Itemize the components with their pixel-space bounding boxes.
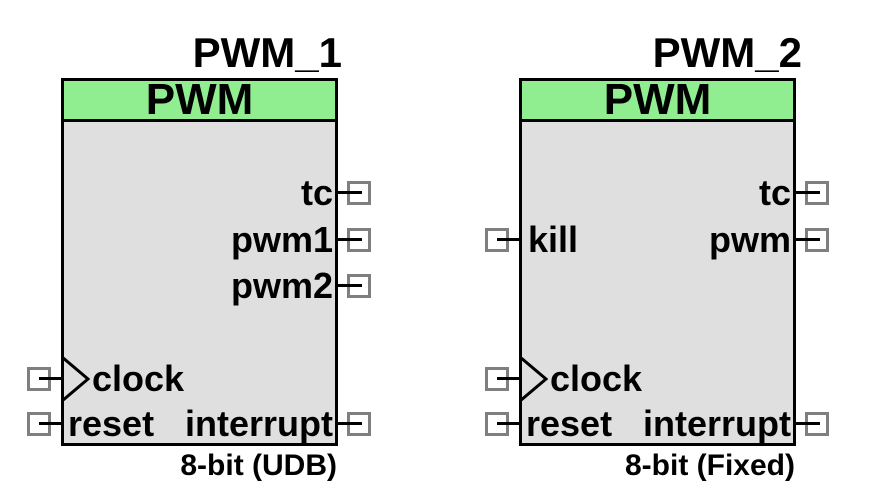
pin-label-reset-2: reset [526,403,613,444]
pin-label-clock-1: clock [92,358,185,399]
terminal-stub-reset-1 [39,422,63,425]
pin-label-interrupt-2: interrupt [643,403,791,444]
pin-label-reset-1: reset [68,403,155,444]
terminal-stub-tc [336,191,362,194]
pin-label-pwm2: pwm2 [230,265,333,306]
instance-name-pwm1: PWM_1 [192,29,342,76]
variant-label-pwm1: 8-bit (UDB) [180,449,337,482]
pin-label-pwm: pwm [708,219,791,260]
pin-label-kill: kill [528,219,579,260]
component-block-pwm1[interactable]: PWM [61,78,338,446]
terminal-stub-tc-2 [794,191,820,194]
component-type-label: PWM [603,75,712,124]
component-type-label: PWM [145,75,254,124]
component-header: PWM [522,75,793,124]
pin-label-clock-2: clock [550,358,643,399]
component-block-pwm2[interactable]: PWM [519,78,796,446]
terminal-stub-reset-2 [497,422,521,425]
pin-label-tc-2: tc [758,172,791,213]
instance-name-pwm2: PWM_2 [652,29,802,76]
clock-chevron-icon [520,355,548,403]
pin-label-pwm1: pwm1 [230,219,333,260]
pin-label-tc: tc [300,172,333,213]
terminal-stub-pwm2 [336,284,362,287]
pin-label-interrupt-1: interrupt [185,403,333,444]
component-header: PWM [64,75,335,124]
terminal-stub-kill [497,238,521,241]
clock-chevron-icon [62,355,90,403]
variant-label-pwm2: 8-bit (Fixed) [625,449,795,482]
terminal-stub-interrupt-2 [794,422,820,425]
terminal-stub-pwm1 [336,238,362,241]
terminal-stub-clock-1 [39,377,63,380]
terminal-stub-pwm [794,238,820,241]
terminal-stub-interrupt-1 [336,422,362,425]
terminal-stub-clock-2 [497,377,521,380]
